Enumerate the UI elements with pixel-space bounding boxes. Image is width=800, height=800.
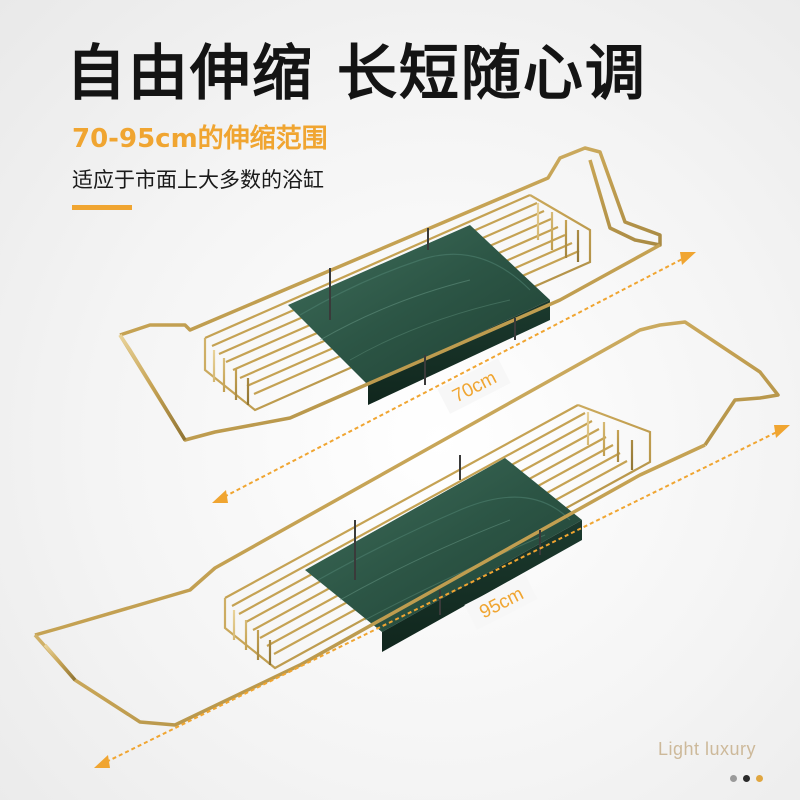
pagination-dots <box>730 767 769 782</box>
pagination-dot[interactable] <box>756 775 763 782</box>
pagination-dot[interactable] <box>730 775 737 782</box>
accent-bar <box>72 205 132 210</box>
tray-long <box>33 320 780 727</box>
frame-posts-short <box>329 228 516 385</box>
tray-short <box>118 146 662 442</box>
extension-range-text: 70-95cm的伸缩范围 <box>72 124 328 154</box>
brand-tagline: Light luxury <box>658 739 757 759</box>
bathtub-fit-text: 适应于市面上大多数的浴缸 <box>72 168 324 192</box>
frame-posts-long <box>354 455 541 615</box>
marble-board-long <box>305 458 582 652</box>
gold-frame-short <box>118 146 662 442</box>
pagination-dot[interactable] <box>743 775 750 782</box>
gold-frame-long <box>33 320 780 727</box>
measure-arrow-long: 95cm <box>94 425 790 768</box>
page-headline: 自由伸缩 长短随心调 <box>66 39 647 109</box>
marble-board-short <box>288 225 550 405</box>
